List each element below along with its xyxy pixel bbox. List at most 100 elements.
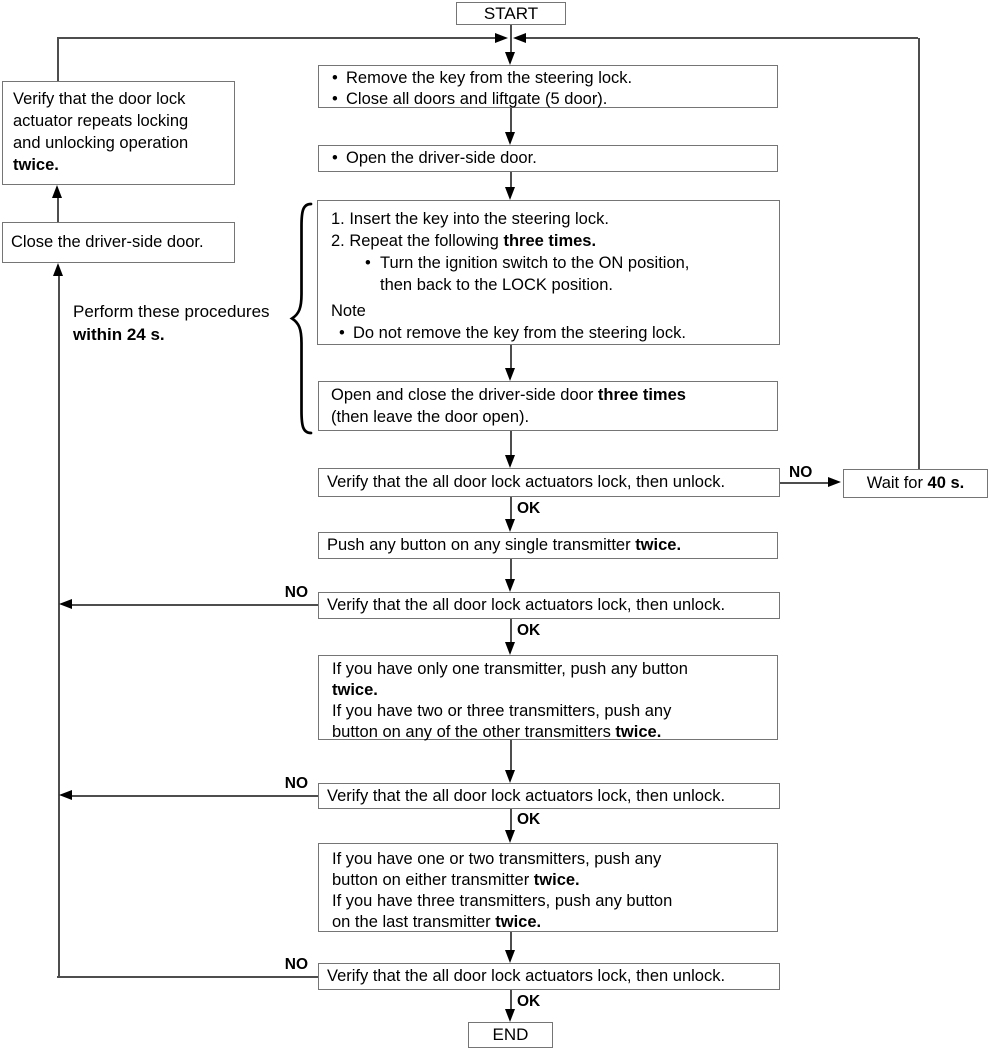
arrowhead-left-icon (59, 790, 72, 800)
curly-brace-icon (289, 202, 313, 435)
third-transmitter-line-2: button on either transmitter twice. (332, 871, 580, 889)
node-door-cycle: Open and close the driver-side door thre… (318, 381, 778, 431)
arrowhead-down-icon (505, 368, 515, 381)
label-ok-2: OK (517, 622, 541, 639)
key-cycle-note-title: Note (331, 302, 366, 320)
arrowhead-down-icon (505, 579, 515, 592)
connector-no-return-loop (58, 276, 60, 977)
verify-actuator-line-4: twice. (13, 156, 59, 174)
connector (510, 932, 512, 951)
verify-text: Verify that the all door lock actuators … (327, 596, 726, 614)
node-second-transmitter: If you have only one transmitter, push a… (318, 655, 778, 741)
arrowhead-down-icon (505, 52, 515, 65)
connector (510, 345, 512, 369)
arrowhead-down-icon (505, 519, 515, 532)
connector (510, 619, 512, 643)
key-cycle-note-bullet: Do not remove the key from the steering … (331, 322, 773, 344)
label-ok-4: OK (517, 993, 541, 1010)
verify-actuator-line-1: Verify that the door lock (13, 90, 186, 108)
start-label: START (483, 3, 539, 23)
key-cycle-step-1: 1. Insert the key into the steering lock… (331, 210, 609, 228)
connector (510, 431, 512, 456)
prepare-bullet-2: Close all doors and liftgate (5 door). (331, 89, 769, 110)
connector-no-4 (57, 976, 318, 978)
close-door-text: Close the driver-side door. (11, 233, 204, 251)
connector-start-down (510, 25, 512, 53)
verify-text: Verify that the all door lock actuators … (327, 967, 726, 985)
connector-top-right (526, 37, 918, 39)
node-end: END (468, 1022, 553, 1048)
key-cycle-substep-line-2: then back to the LOCK position. (380, 276, 613, 294)
second-transmitter-line-2: twice. (332, 681, 378, 699)
verify-actuator-line-3: and unlocking operation (13, 134, 189, 152)
door-cycle-line-1: Open and close the driver-side door thre… (331, 386, 686, 404)
connector (510, 990, 512, 1010)
arrowhead-left-icon (59, 599, 72, 609)
arrowhead-down-icon (505, 187, 515, 200)
push-single-text: Push any button on any single transmitte… (327, 536, 682, 554)
connector (510, 497, 512, 520)
verify-text: Verify that the all door lock actuators … (327, 473, 726, 491)
arrowhead-down-icon (505, 455, 515, 468)
door-cycle-line-2: (then leave the door open). (331, 408, 530, 426)
node-third-transmitter: If you have one or two transmitters, pus… (318, 843, 778, 932)
connector (510, 808, 512, 831)
label-ok-3: OK (517, 811, 541, 828)
timing-note-line-2: within 24 s. (73, 325, 165, 344)
arrowhead-up-icon (52, 185, 62, 198)
third-transmitter-line-1: If you have one or two transmitters, pus… (332, 850, 662, 868)
verify-text: Verify that the all door lock actuators … (327, 786, 726, 805)
arrowhead-down-icon (505, 642, 515, 655)
arrowhead-down-icon (505, 132, 515, 145)
node-verify-1: Verify that the all door lock actuators … (318, 468, 780, 497)
node-verify-actuator: Verify that the door lock actuator repea… (2, 81, 235, 185)
node-verify-2: Verify that the all door lock actuators … (318, 592, 780, 619)
timing-note-line-1: Perform these procedures (73, 302, 270, 321)
connector-right-wait-up (918, 38, 920, 469)
node-push-single: Push any button on any single transmitte… (318, 532, 778, 559)
connector (510, 559, 512, 580)
second-transmitter-line-1: If you have only one transmitter, push a… (332, 660, 688, 678)
node-prepare: Remove the key from the steering lock. C… (318, 65, 778, 110)
arrowhead-down-icon (505, 830, 515, 843)
wait-text: Wait for 40 s. (866, 474, 965, 492)
arrowhead-down-icon (505, 1009, 515, 1022)
third-transmitter-line-4: on the last transmitter twice. (332, 913, 542, 931)
node-verify-4: Verify that the all door lock actuators … (318, 963, 780, 990)
node-key-cycle: 1. Insert the key into the steering lock… (317, 200, 780, 345)
third-transmitter-line-3: If you have three transmitters, push any… (332, 892, 673, 910)
prepare-bullet-1: Remove the key from the steering lock. (331, 68, 769, 89)
connector (510, 172, 512, 188)
node-wait: Wait for 40 s. (843, 469, 988, 498)
arrowhead-right-icon (828, 477, 841, 487)
connector-no-to-wait (780, 482, 830, 484)
end-label: END (492, 1025, 529, 1044)
connector-no-3 (71, 795, 318, 797)
arrowhead-down-icon (505, 950, 515, 963)
label-no-4: NO (284, 956, 308, 973)
connector-left-to-verify-actuator (57, 38, 59, 81)
connector-close-to-verify (57, 198, 59, 222)
second-transmitter-line-3: If you have two or three transmitters, p… (332, 702, 672, 720)
node-open-driver-door: Open the driver-side door. (318, 145, 778, 172)
connector-top-left (57, 37, 495, 39)
arrowhead-up-icon (53, 263, 63, 276)
connector (510, 108, 512, 133)
connector-no-2 (71, 604, 318, 606)
label-no-2: NO (284, 584, 308, 601)
key-cycle-step-2: 2. Repeat the following three times. (331, 232, 597, 250)
arrowhead-left-icon (513, 33, 526, 43)
second-transmitter-line-4: button on any of the other transmitters … (332, 723, 662, 741)
arrowhead-down-icon (505, 770, 515, 783)
node-close-door: Close the driver-side door. (2, 222, 235, 263)
label-no-3: NO (284, 775, 308, 792)
node-start: START (456, 2, 566, 25)
connector (510, 740, 512, 771)
node-verify-3: Verify that the all door lock actuators … (318, 783, 780, 809)
arrowhead-right-icon (495, 33, 508, 43)
verify-actuator-line-2: actuator repeats locking (13, 112, 189, 130)
timing-note: Perform these procedures within 24 s. (73, 300, 303, 346)
label-no-1: NO (789, 464, 813, 481)
label-ok-1: OK (517, 500, 541, 517)
